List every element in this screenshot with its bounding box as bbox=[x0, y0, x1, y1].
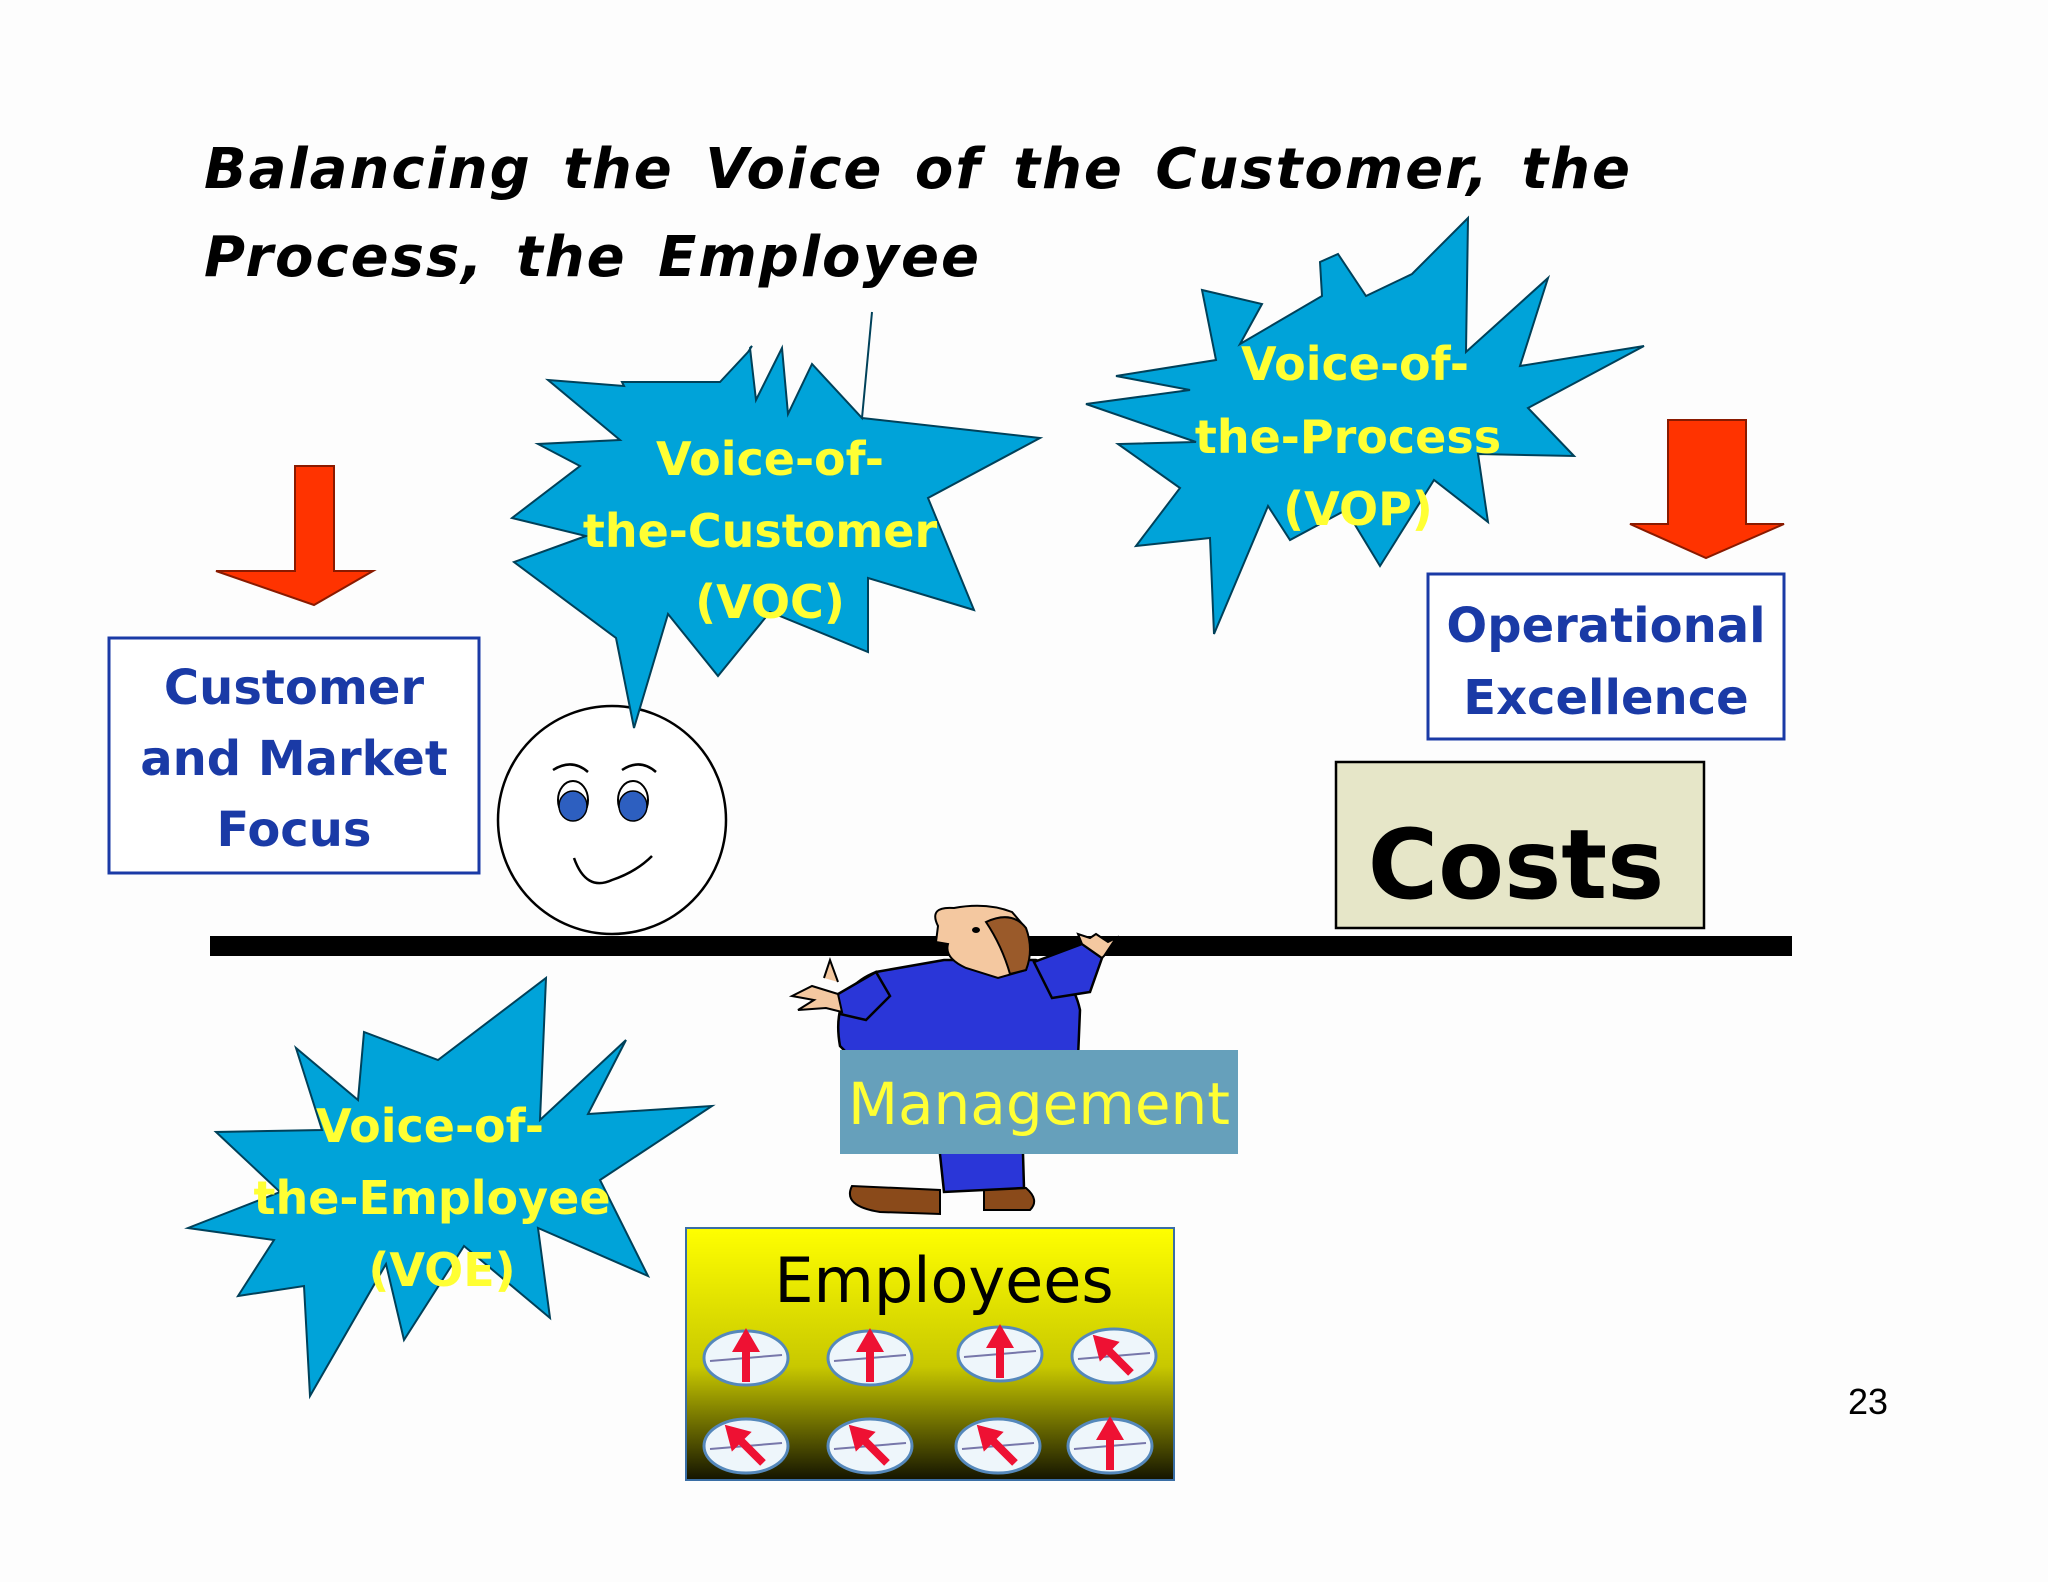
compass-icon bbox=[956, 1324, 1044, 1383]
compass-icon bbox=[826, 1328, 914, 1387]
compass-icon bbox=[954, 1417, 1042, 1475]
customer-focus-line1: Customer bbox=[164, 660, 424, 716]
compass-icon bbox=[702, 1417, 790, 1475]
customer-focus-line2: and Market bbox=[140, 731, 448, 787]
down-arrow-icon bbox=[215, 465, 377, 607]
employees-box: Employees bbox=[685, 1227, 1175, 1481]
management-box: Management bbox=[840, 1050, 1238, 1154]
smiley-face-icon bbox=[496, 704, 728, 936]
operational-excellence-line1: Operational bbox=[1446, 598, 1765, 654]
costs-box: Costs bbox=[1334, 760, 1706, 930]
compass-icon bbox=[826, 1417, 914, 1475]
operational-excellence-box: Operational Excellence bbox=[1426, 572, 1786, 741]
voe-line3: (VOE) bbox=[368, 1243, 515, 1297]
voc-line3: (VOC) bbox=[695, 575, 845, 629]
voc-burst: Voice-of- the-Customer (VOC) bbox=[509, 311, 1044, 729]
slide-title: Balancing the Voice of the Customer, the… bbox=[204, 137, 1632, 290]
compass-icon bbox=[1070, 1327, 1158, 1385]
vop-line3: (VOP) bbox=[1283, 482, 1433, 536]
voc-line1: Voice-of- bbox=[656, 432, 884, 486]
voe-line2: the-Employee bbox=[253, 1171, 610, 1225]
page-number: 23 bbox=[1848, 1381, 1888, 1422]
down-arrow-icon bbox=[1629, 419, 1785, 560]
compass-icon bbox=[702, 1328, 790, 1387]
costs-label: Costs bbox=[1368, 809, 1665, 921]
compass-icon bbox=[1066, 1416, 1154, 1475]
voe-burst: Voice-of- the-Employee (VOE) bbox=[184, 975, 716, 1400]
operational-excellence-line2: Excellence bbox=[1463, 670, 1748, 726]
voc-line2: the-Customer bbox=[583, 504, 938, 558]
vop-line2: the-Process bbox=[1195, 410, 1501, 464]
vop-line1: Voice-of- bbox=[1241, 337, 1469, 391]
employees-label: Employees bbox=[774, 1244, 1113, 1317]
voe-line1: Voice-of- bbox=[316, 1099, 544, 1153]
customer-focus-line3: Focus bbox=[216, 802, 371, 858]
customer-focus-box: Customer and Market Focus bbox=[107, 636, 481, 875]
vop-burst: Voice-of- the-Process (VOP) bbox=[1085, 215, 1645, 635]
management-label: Management bbox=[848, 1070, 1230, 1138]
